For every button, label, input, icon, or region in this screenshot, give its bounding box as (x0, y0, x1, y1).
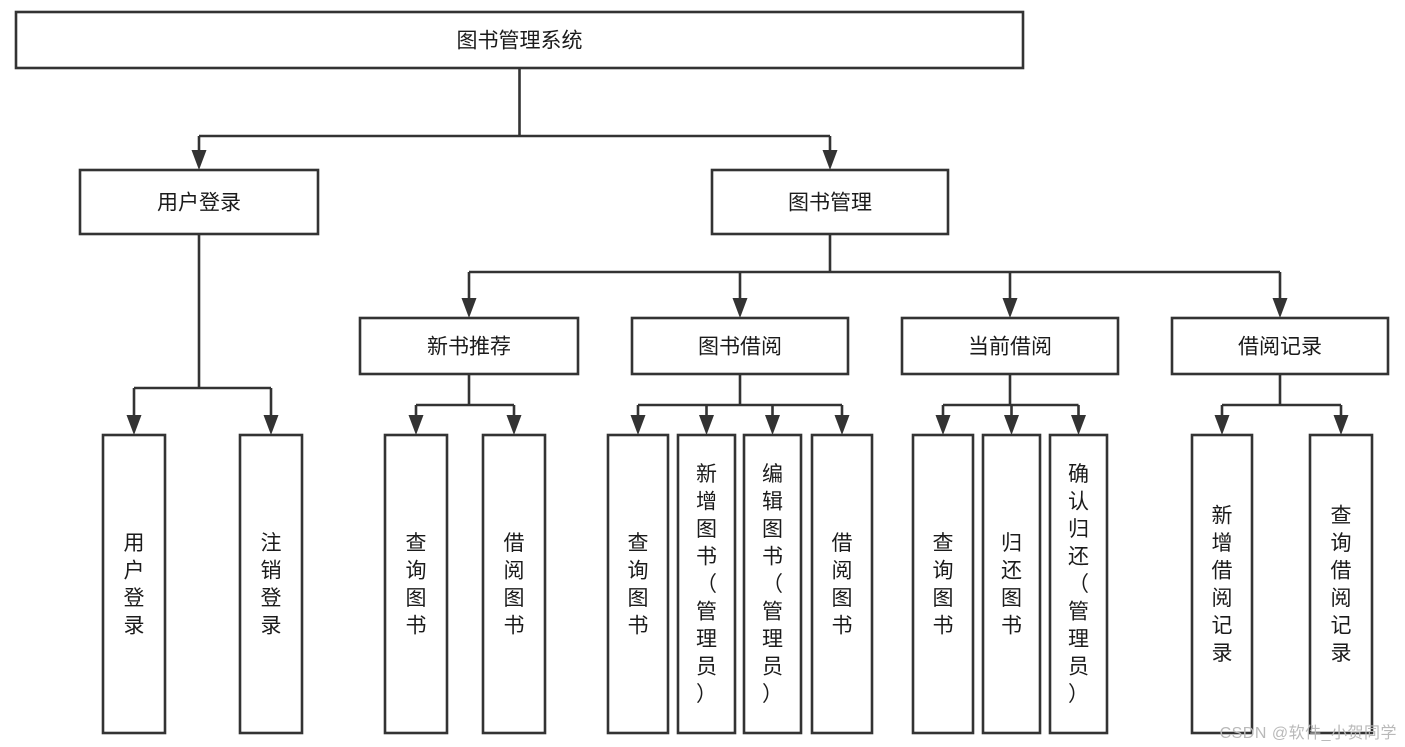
node-user-login[interactable]: 用户登录 (78, 168, 320, 236)
node-box-leaf-query-book-2[interactable] (606, 433, 670, 735)
node-leaf-borrow-book-2[interactable]: 借阅图书 (810, 433, 874, 735)
node-root[interactable]: 图书管理系统 (14, 10, 1025, 70)
node-box-borrow-record[interactable] (1170, 316, 1390, 376)
node-new-book-rec[interactable]: 新书推荐 (358, 316, 580, 376)
node-leaf-query-book-1[interactable]: 查询图书 (383, 433, 449, 735)
node-leaf-query-book-2[interactable]: 查询图书 (606, 433, 670, 735)
node-box-leaf-add-record[interactable] (1190, 433, 1254, 735)
node-label-leaf-query-book-3: 查询图书 (933, 531, 954, 637)
node-leaf-confirm-return[interactable]: 确认归还（管理员） (1048, 433, 1109, 735)
node-box-current-borrow[interactable] (900, 316, 1120, 376)
connector-borrow-record (1214, 374, 1349, 435)
node-leaf-query-book-3[interactable]: 查询图书 (911, 433, 975, 735)
node-layer: 图书管理系统用户登录图书管理新书推荐图书借阅当前借阅借阅记录用户登录注销登录查询… (14, 10, 1390, 735)
node-box-leaf-query-book-1[interactable] (383, 433, 449, 735)
node-label-leaf-edit-book: 编辑图书（管理员） (762, 463, 783, 706)
node-label-borrow-record: 借阅记录 (1238, 336, 1322, 359)
node-label-leaf-confirm-return: 确认归还（管理员） (1068, 463, 1089, 706)
node-book-manage[interactable]: 图书管理 (710, 168, 950, 236)
node-leaf-logout[interactable]: 注销登录 (238, 433, 304, 735)
node-box-leaf-return-book[interactable] (981, 433, 1042, 735)
node-label-leaf-add-record: 新增借阅记录 (1212, 504, 1233, 665)
node-label-leaf-borrow-book-1: 借阅图书 (504, 531, 525, 637)
node-box-new-book-rec[interactable] (358, 316, 580, 376)
node-leaf-add-record[interactable]: 新增借阅记录 (1190, 433, 1254, 735)
node-box-book-borrow[interactable] (630, 316, 850, 376)
node-box-leaf-query-book-3[interactable] (911, 433, 975, 735)
node-box-leaf-borrow-book-2[interactable] (810, 433, 874, 735)
node-box-leaf-user-login[interactable] (101, 433, 167, 735)
connector-book-borrow (630, 374, 850, 435)
connector-new-book-rec (408, 374, 522, 435)
node-label-root: 图书管理系统 (457, 30, 583, 53)
node-label-book-manage: 图书管理 (788, 192, 872, 215)
node-borrow-record[interactable]: 借阅记录 (1170, 316, 1390, 376)
connector-book-manage (461, 234, 1288, 318)
connector-user-login (126, 234, 279, 435)
node-box-leaf-edit-book[interactable] (742, 433, 803, 735)
node-box-leaf-query-record[interactable] (1308, 433, 1374, 735)
node-label-leaf-return-book: 归还图书 (1001, 531, 1022, 637)
node-leaf-add-book[interactable]: 新增图书（管理员） (676, 433, 737, 735)
csdn-watermark: CSDN @软件_小贺同学 (1219, 725, 1397, 742)
node-label-leaf-user-login: 用户登录 (124, 531, 145, 637)
node-leaf-user-login[interactable]: 用户登录 (101, 433, 167, 735)
node-leaf-return-book[interactable]: 归还图书 (981, 433, 1042, 735)
node-book-borrow[interactable]: 图书借阅 (630, 316, 850, 376)
node-box-leaf-add-book[interactable] (676, 433, 737, 735)
node-label-leaf-query-book-1: 查询图书 (406, 531, 427, 637)
node-label-leaf-add-book: 新增图书（管理员） (696, 463, 717, 706)
node-box-leaf-confirm-return[interactable] (1048, 433, 1109, 735)
connector-layer (126, 68, 1349, 435)
node-box-book-manage[interactable] (710, 168, 950, 236)
node-label-leaf-logout: 注销登录 (261, 531, 282, 637)
node-label-book-borrow: 图书借阅 (698, 336, 782, 359)
node-box-root[interactable] (14, 10, 1025, 70)
node-label-current-borrow: 当前借阅 (968, 336, 1052, 359)
connector-current-borrow (935, 374, 1086, 435)
node-label-user-login: 用户登录 (157, 192, 241, 215)
node-box-user-login[interactable] (78, 168, 320, 236)
node-leaf-borrow-book-1[interactable]: 借阅图书 (481, 433, 547, 735)
node-label-leaf-query-record: 查询借阅记录 (1331, 504, 1352, 665)
node-current-borrow[interactable]: 当前借阅 (900, 316, 1120, 376)
node-label-leaf-borrow-book-2: 借阅图书 (832, 531, 853, 637)
node-box-leaf-logout[interactable] (238, 433, 304, 735)
node-label-leaf-query-book-2: 查询图书 (628, 531, 649, 637)
node-leaf-edit-book[interactable]: 编辑图书（管理员） (742, 433, 803, 735)
node-box-leaf-borrow-book-1[interactable] (481, 433, 547, 735)
connector-root (191, 68, 838, 170)
node-label-new-book-rec: 新书推荐 (427, 336, 511, 359)
node-leaf-query-record[interactable]: 查询借阅记录 (1308, 433, 1374, 735)
